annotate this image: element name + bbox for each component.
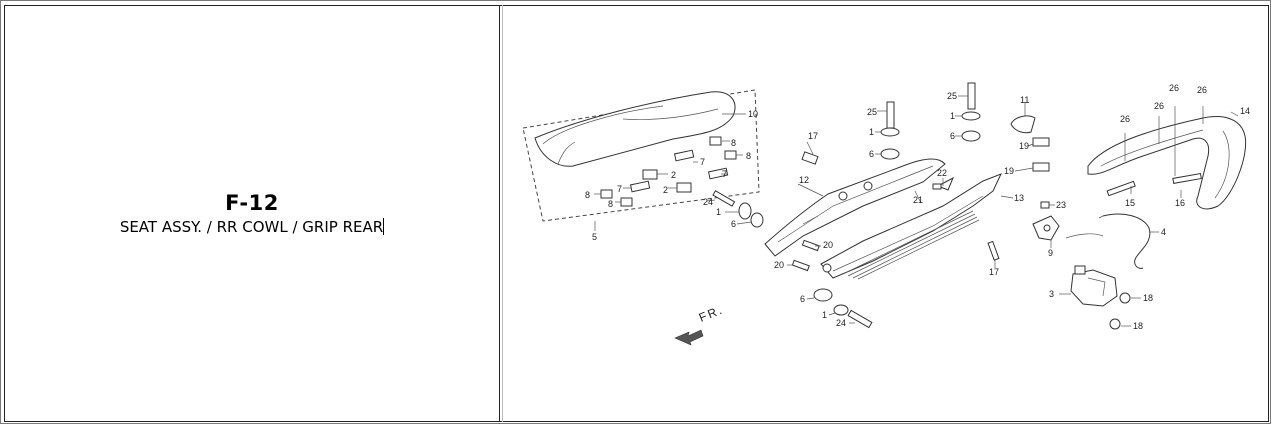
callout-17: 17 [808,131,818,141]
text-cursor [383,218,385,235]
callout-8: 8 [585,190,590,200]
section-title-line[interactable]: SEAT ASSY. / RR COWL / GRIP REAR [4,218,500,236]
callout-18: 18 [1133,321,1143,331]
inner-frame [4,5,1269,422]
section-code: F-12 [225,191,279,215]
rear-cowl-left [764,158,946,257]
part-7 [673,149,695,162]
grip-rear [1087,116,1247,210]
callout-9: 9 [1048,248,1053,258]
callout-10: 10 [748,109,758,119]
callout-17: 17 [989,267,999,277]
callout-7: 7 [617,184,622,194]
callout-8: 8 [608,199,613,209]
bolt-group-upper-left [706,190,764,228]
front-direction-arrow [674,329,704,346]
callout-6: 6 [950,131,955,141]
callout-2: 2 [671,170,676,180]
callout-20: 20 [774,260,784,270]
callout-6: 6 [731,219,736,229]
callout-25: 25 [867,107,877,117]
callout-7: 7 [722,169,727,179]
callout-25: 25 [947,91,957,101]
callout-21: 21 [913,195,923,205]
seat [534,91,736,167]
callout-14: 14 [1240,106,1250,116]
callout-1: 1 [822,310,827,320]
callout-1: 1 [950,111,955,121]
part-8 [724,150,737,160]
cowl-stripes [842,210,980,280]
callout-1: 1 [716,207,721,217]
callout-26: 26 [1154,101,1164,111]
callout-19: 19 [1019,141,1029,151]
callout-6: 6 [800,294,805,304]
part-2 [676,182,692,193]
direction-label: FR. [697,302,726,324]
part-8 [620,197,633,207]
section-header-panel: F-12 SEAT ASSY. / RR COWL / GRIP REAR [4,5,500,422]
part-7 [707,167,729,180]
callout-6: 6 [869,149,874,159]
seat-catch [1010,115,1036,134]
part-7 [629,180,651,193]
callout-16: 16 [1175,198,1185,208]
callout-11: 11 [1020,95,1029,105]
callout-15: 15 [1125,198,1135,208]
callout-19: 19 [1004,166,1014,176]
panel-divider [499,5,500,422]
part-19 [1032,137,1050,147]
callout-5: 5 [592,232,597,242]
callout-8: 8 [746,151,751,161]
seat-lock-cable [1102,213,1151,269]
part-2 [642,169,658,180]
panel-divider-inner [502,5,503,422]
part-19 [1032,162,1050,172]
callout-24: 24 [703,197,713,207]
rear-cowl-right [820,173,1002,279]
part-8 [600,189,613,199]
callout-4: 4 [1161,227,1166,237]
part-23 [1040,201,1050,209]
callout-1: 1 [869,127,874,137]
callout-26: 26 [1169,83,1179,93]
callout-18: 18 [1143,293,1153,303]
callout-7: 7 [700,157,705,167]
section-title: SEAT ASSY. / RR COWL / GRIP REAR [119,218,384,236]
callout-8: 8 [731,138,736,148]
callout-2: 2 [663,185,668,195]
callout-26: 26 [1197,85,1207,95]
callout-24: 24 [836,318,846,328]
callout-20: 20 [823,240,833,250]
parts-diagram: FR. 10 8 7 8 2 7 7 2 8 8 5 24 1 6 17 12 … [522,82,1250,346]
part-8 [709,136,722,146]
callout-13: 13 [1014,193,1024,203]
callout-12: 12 [799,175,809,185]
callout-26: 26 [1120,114,1130,124]
seat-lock-assy [1070,269,1118,307]
callout-3: 3 [1049,289,1054,299]
callout-23: 23 [1056,200,1066,210]
callout-22: 22 [937,168,947,178]
